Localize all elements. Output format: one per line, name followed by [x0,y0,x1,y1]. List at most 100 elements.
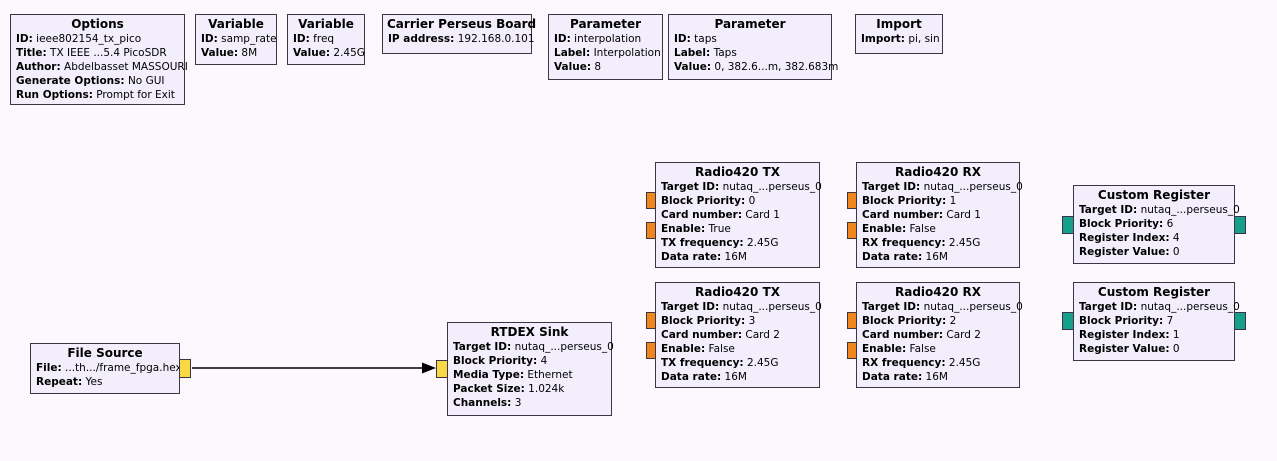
param-value: nutaq_...perseus_0 [722,181,822,193]
param-value: taps [694,33,717,45]
block-title: Parameter [569,17,642,31]
input-port[interactable] [646,192,656,209]
block-param: Import: pi, sin [856,32,942,46]
block-param: Target ID: nutaq_...perseus_0 [857,300,1023,314]
param-label: Block Priority: [661,195,746,207]
param-label: Generate Options: [16,75,125,87]
block-param: Block Priority: 3 [656,314,819,328]
param-value: False [909,223,936,235]
param-label: Block Priority: [661,315,746,327]
block-param: Media Type: Ethernet [448,368,611,382]
input-port[interactable] [847,312,857,329]
input-port[interactable] [1062,312,1074,330]
input-port[interactable] [646,222,656,239]
block-param: Register Index: 1 [1074,328,1234,342]
param-label: ID: [554,33,571,45]
param-value: Ethernet [527,369,573,381]
input-port[interactable] [646,342,656,359]
block-param: Register Value: 0 [1074,245,1234,259]
block-param: Data rate: 16M [656,250,819,264]
input-port[interactable] [436,360,448,378]
param-value: 6 [1166,218,1174,230]
output-port[interactable] [179,359,191,378]
param-label: ID: [674,33,691,45]
block-param: Enable: True [656,222,819,236]
block-param: Card number: Card 1 [656,208,819,222]
param-value: 3 [514,397,522,409]
input-port[interactable] [1062,216,1074,234]
param-label: TX frequency: [661,357,744,369]
param-label: File: [36,362,62,374]
param-value: 2 [949,315,957,327]
input-port[interactable] [847,342,857,359]
output-port[interactable] [1234,216,1246,234]
param-value: 2.45G [746,357,779,369]
block-title: Radio420 TX [695,285,780,299]
block-title: Variable [298,17,354,31]
block-param: File: ...th.../frame_fpga.hex [31,361,182,375]
param-value: 2.45G [746,237,779,249]
param-label: Register Value: [1079,246,1170,258]
input-port[interactable] [847,222,857,239]
param-value: 16M [925,251,948,263]
param-value: Prompt for Exit [96,89,175,101]
block-param: Data rate: 16M [857,370,1019,384]
block-param: Block Priority: 6 [1074,217,1234,231]
block-title: Parameter [714,17,786,31]
block-title: Carrier Perseus Board [387,17,537,31]
input-port[interactable] [847,192,857,209]
param-value: nutaq_...perseus_0 [1140,301,1240,313]
block-param: Target ID: nutaq_...perseus_0 [656,300,822,314]
block-title: Custom Register [1097,285,1211,299]
param-value: interpolation [574,33,642,45]
wire-file-source-to-rtdex-sink[interactable] [192,362,436,374]
block-param: Target ID: nutaq_...perseus_0 [1074,300,1240,314]
block-param: ID: taps [669,32,831,46]
param-label: RX frequency: [862,237,946,249]
param-label: Block Priority: [453,355,538,367]
param-label: Block Priority: [1079,315,1164,327]
param-label: Enable: [862,223,907,235]
param-label: Channels: [453,397,512,409]
block-param: Author: Abdelbasset MASSOURI [11,60,188,74]
block-param: IP address: 192.168.0.101 [383,32,535,46]
param-label: Card number: [862,329,944,341]
param-value: Yes [85,376,103,388]
param-label: TX frequency: [661,237,744,249]
param-value: 0, 382.6...m, 382.683m [714,61,839,73]
input-port[interactable] [646,312,656,329]
block-param: Register Index: 4 [1074,231,1234,245]
param-value: Card 1 [745,209,780,221]
param-value: samp_rate [221,33,277,45]
param-label: Card number: [661,329,743,341]
param-label: Block Priority: [1079,218,1164,230]
param-label: Register Value: [1079,343,1170,355]
param-value: 16M [925,371,948,383]
output-port[interactable] [1234,312,1246,330]
param-value: 4 [540,355,548,367]
block-param: Card number: Card 2 [656,328,819,342]
param-label: Target ID: [453,341,512,353]
param-label: Enable: [661,223,706,235]
param-value: 1 [1172,329,1180,341]
block-param: Title: TX IEEE ...5.4 PicoSDR [11,46,184,60]
block-param: RX frequency: 2.45G [857,236,1019,250]
block-param: ID: interpolation [549,32,662,46]
